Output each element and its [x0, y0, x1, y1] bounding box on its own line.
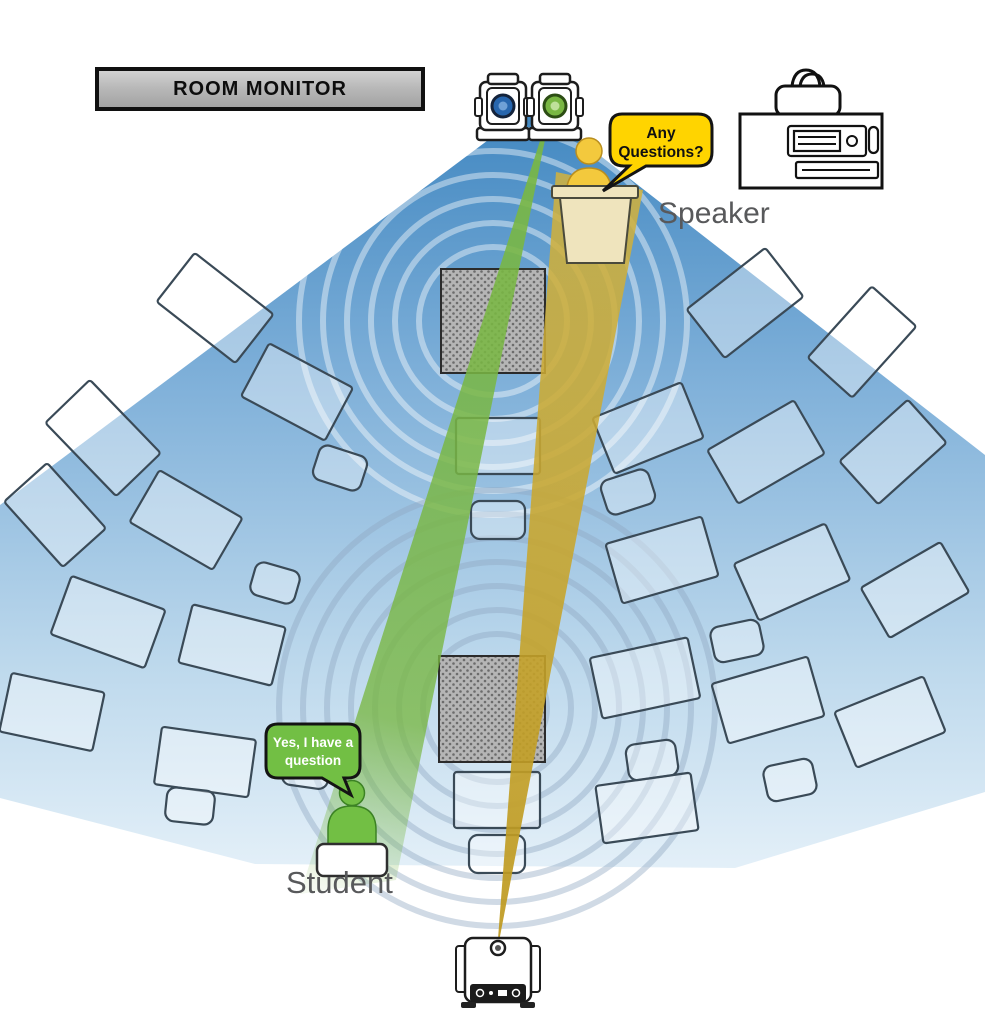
desk-icon	[707, 400, 825, 504]
student-label: Student	[286, 865, 393, 900]
speaker-figure	[551, 137, 639, 264]
desk-icon	[605, 516, 719, 604]
desk-icon	[50, 575, 166, 669]
student-bubble-line2: question	[285, 753, 341, 768]
bag-handle	[798, 72, 826, 87]
desk-icon	[592, 382, 704, 474]
desk-icon	[153, 725, 257, 799]
yellow-tracking-beam	[497, 172, 643, 952]
chair-icon	[762, 757, 818, 803]
sound-wave-ring	[348, 559, 646, 857]
chair-icon	[599, 468, 657, 516]
podium-top	[551, 185, 639, 199]
chair-icon	[311, 444, 369, 492]
bag-icon	[790, 68, 822, 87]
desk-icon	[240, 343, 354, 441]
ptz-camera-green-icon	[526, 72, 584, 142]
desk-icon	[177, 603, 287, 687]
mic-receiver-icon	[867, 125, 880, 155]
sound-wave-ring	[300, 511, 694, 905]
chair-icon	[469, 499, 527, 541]
recorder-screen	[792, 129, 842, 153]
student-desk-icon	[315, 842, 389, 878]
desk-icon	[45, 379, 161, 497]
desk-icon	[733, 523, 851, 621]
room-monitor-sign: ROOM MONITOR	[95, 67, 425, 111]
desk-icon	[0, 672, 106, 752]
desk-icon	[839, 399, 947, 505]
desk-icon	[156, 252, 274, 364]
ptz-camera-blue-icon	[474, 72, 532, 142]
desk-icon	[686, 247, 804, 359]
ptz-camera-rear-icon	[455, 936, 541, 1008]
desk-icon	[834, 676, 946, 768]
chair-icon	[249, 561, 301, 605]
speaker-label: Speaker	[658, 197, 770, 230]
podium-icon	[558, 197, 633, 264]
student-bubble-line1: Yes, I have a	[273, 735, 354, 750]
room-monitor-label: ROOM MONITOR	[173, 77, 347, 100]
chair-icon	[164, 786, 216, 826]
student-speech-bubble: Yes, I have a question	[264, 722, 362, 799]
sound-wave-ring	[276, 487, 718, 929]
speaker-bubble-line2: Questions?	[618, 144, 703, 161]
green-tracking-beam	[300, 100, 553, 894]
recorder-knob	[846, 135, 858, 147]
desk-icon	[589, 636, 701, 720]
desk-icon	[594, 771, 700, 845]
student-figure	[315, 779, 389, 878]
desk-icon	[860, 541, 970, 639]
desk-icon	[129, 470, 243, 570]
desk-icon	[4, 463, 106, 567]
desk-icon	[807, 286, 917, 398]
sound-wave-ring	[344, 172, 642, 470]
bag-body	[774, 84, 842, 118]
sound-wave-ring	[320, 148, 666, 494]
speaker-head	[575, 137, 603, 165]
desk-icon	[711, 656, 825, 744]
speaker-speech-bubble: Any Questions?	[601, 112, 714, 193]
chair-icon	[709, 618, 765, 664]
control-table	[738, 68, 884, 190]
student-body	[327, 805, 377, 849]
speaker-bubble-line1: Any	[646, 125, 676, 142]
